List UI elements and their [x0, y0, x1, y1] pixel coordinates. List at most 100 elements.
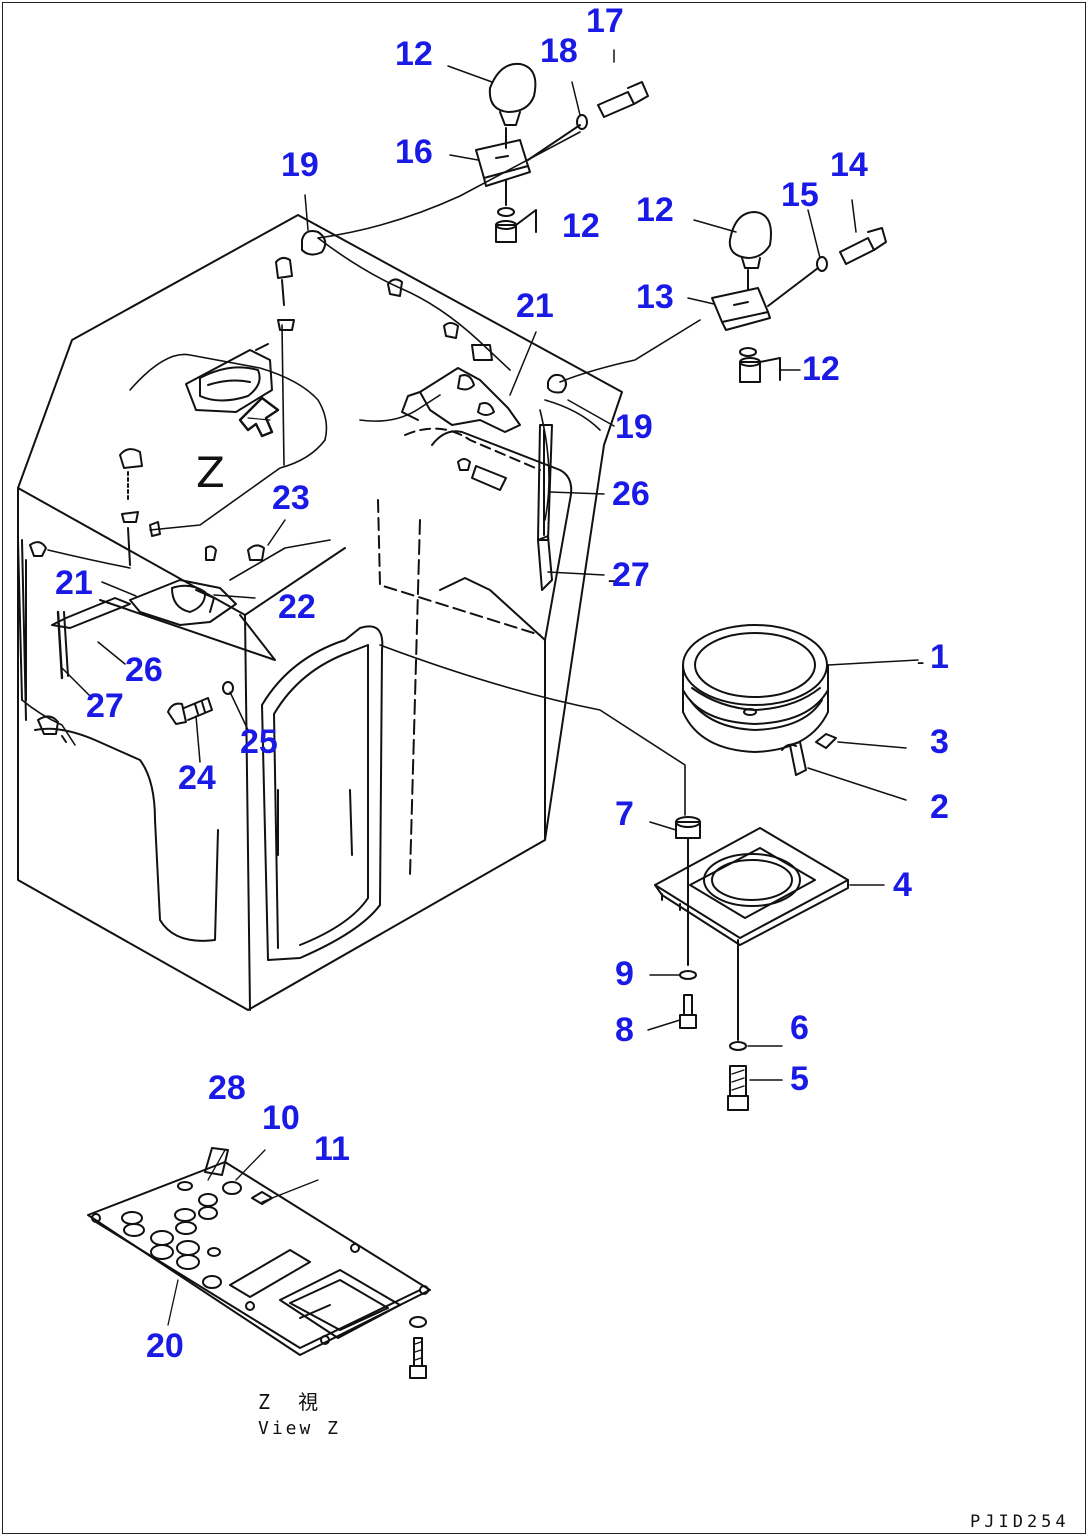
leader-lines — [61, 65, 919, 1081]
drawing-code: PJID254 — [970, 1512, 1070, 1532]
arrow-z — [238, 396, 280, 438]
part-label-19-top: 19 — [281, 146, 319, 184]
part-label-4: 4 — [893, 866, 912, 904]
lamp-washer — [739, 347, 757, 357]
clip — [443, 322, 459, 339]
wiper-blade-27-right — [537, 535, 553, 591]
bolt-front — [119, 448, 143, 469]
leader-dash: - — [914, 650, 928, 675]
leader-dash: - — [605, 568, 619, 593]
cab-door-inner — [404, 427, 541, 471]
part-label-1: 1 — [930, 638, 949, 676]
lamp-bracket — [475, 139, 529, 179]
part-label-21-left: 21 — [55, 564, 93, 602]
part-label-7: 7 — [615, 795, 634, 833]
cab-window-left — [34, 727, 219, 942]
part-label-14: 14 — [830, 146, 868, 184]
lamp-bracket — [711, 287, 769, 323]
part-label-17: 17 — [586, 2, 624, 40]
seat-mount — [654, 624, 849, 1111]
part-label-19-right: 19 — [615, 408, 653, 446]
part-label-3: 3 — [930, 723, 949, 761]
part-label-26-left: 26 — [125, 651, 163, 689]
wiper-motor-side — [419, 367, 521, 433]
cab-outline — [17, 214, 623, 1011]
part-label-22: 22 — [278, 588, 316, 626]
part-label-12-right-lamp: 12 — [636, 191, 674, 229]
part-3 — [815, 733, 837, 749]
cab-pillar-left — [17, 539, 23, 701]
lamp-bolt — [839, 237, 875, 265]
switch-block — [229, 1249, 311, 1298]
lamp-bolt — [597, 91, 635, 118]
part-label-16: 16 — [395, 133, 433, 171]
cab-top-edge — [244, 547, 346, 616]
part-label-10: 10 — [262, 1099, 300, 1137]
cab-vertical-2 — [349, 789, 353, 856]
cab-body — [17, 214, 623, 1011]
roof-components — [119, 230, 567, 566]
part-label-25: 25 — [240, 723, 278, 761]
lamp-nut — [495, 224, 517, 243]
cab-window-front-inner — [273, 644, 369, 949]
lamp-washer — [497, 207, 515, 217]
washer-25 — [222, 681, 234, 695]
part-label-18: 18 — [540, 32, 578, 70]
lamp-washer-18 — [576, 114, 588, 130]
front-wiper — [21, 521, 276, 743]
part-label-23: 23 — [272, 479, 310, 517]
cab-window-front — [261, 625, 384, 961]
bolt-24 — [167, 702, 187, 725]
view-z-panel — [87, 1147, 431, 1379]
clip-23 — [247, 544, 265, 561]
cab-side-detail — [377, 499, 541, 636]
washer — [409, 1316, 427, 1328]
lamp-nut — [739, 361, 761, 383]
view-caption-jp: Z 視 — [258, 1390, 327, 1414]
wire-harness — [21, 131, 701, 816]
bolt-8 — [683, 994, 693, 1016]
view-caption-en: View Z — [258, 1418, 342, 1439]
roof-lamp-right — [711, 211, 887, 383]
switches — [121, 1147, 273, 1289]
wiper-motor-front — [129, 579, 237, 626]
clip — [471, 344, 493, 361]
cab-side-window — [439, 577, 546, 641]
lamp-cover — [488, 62, 537, 113]
panel-outline — [87, 1161, 431, 1356]
clip — [387, 278, 403, 297]
clamp-19-top — [301, 230, 327, 256]
part-label-2: 2 — [930, 788, 949, 826]
side-wiper — [457, 424, 553, 591]
bracket-2 — [789, 741, 807, 776]
cab-door-edge — [409, 519, 421, 876]
part-label-12-left-nut: 12 — [562, 207, 600, 245]
wiper-blade-27 — [56, 610, 64, 680]
washer-6 — [729, 1041, 747, 1051]
part-label-13: 13 — [636, 278, 674, 316]
view-z-marker: Z — [196, 448, 225, 497]
part-label-27-left: 27 — [86, 687, 124, 725]
rubber-mount-7 — [675, 821, 701, 839]
part-label-27-right: 27 — [612, 556, 650, 594]
part-label-21-top: 21 — [516, 287, 554, 325]
part-label-12-right-nut: 12 — [802, 350, 840, 388]
part-label-26-right: 26 — [612, 475, 650, 513]
clamp-19-right — [547, 373, 567, 394]
part-label-11: 11 — [314, 1130, 350, 1168]
part-label-6: 6 — [790, 1009, 809, 1047]
seat-ring-top — [682, 624, 828, 706]
part-label-9: 9 — [615, 955, 634, 993]
part-10 — [222, 1181, 242, 1195]
part-label-20: 20 — [146, 1327, 184, 1365]
lamp-washer-15 — [816, 256, 828, 272]
cab-door-frame — [431, 430, 573, 841]
roof-lamp-left — [475, 49, 649, 243]
part-label-5: 5 — [790, 1060, 809, 1098]
washer-9 — [679, 970, 697, 980]
part-label-8: 8 — [615, 1011, 634, 1049]
part-28 — [204, 1147, 229, 1176]
